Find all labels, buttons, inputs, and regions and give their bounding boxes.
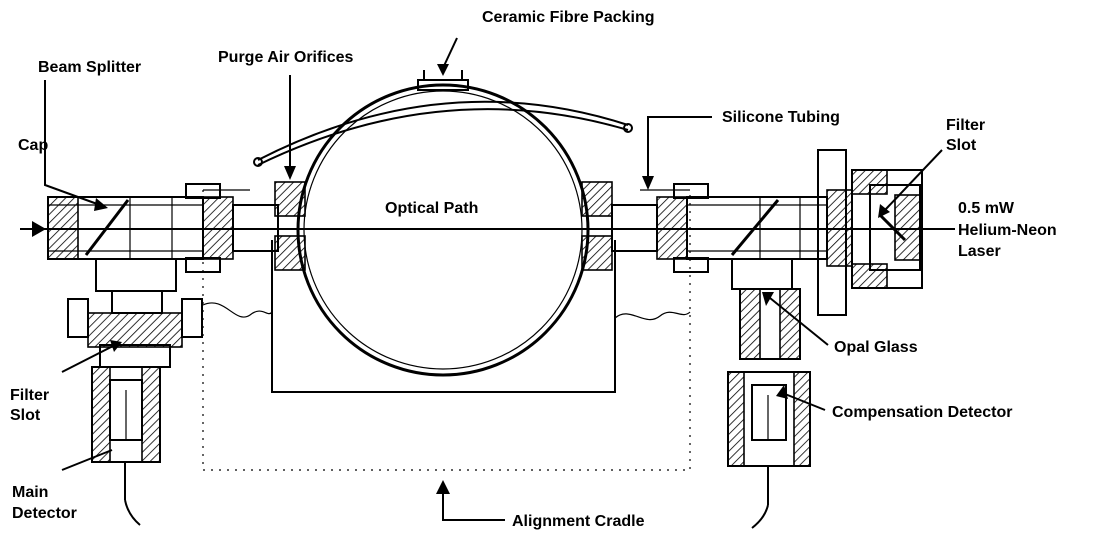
label-main-detector-line1: Main <box>12 484 48 501</box>
right-wall-flange <box>581 181 709 273</box>
label-filter-slot-right-line2: Slot <box>946 137 977 154</box>
compensation-detector-assembly <box>727 258 811 529</box>
alignment-cradle-frame <box>202 189 691 471</box>
left-wall-flange <box>185 181 306 273</box>
left-tube <box>47 196 204 260</box>
cradle-stand <box>202 240 691 393</box>
label-filter-slot-right-line1: Filter <box>946 117 985 134</box>
label-opal-glass: Opal Glass <box>834 339 918 356</box>
label-optical-path: Optical Path <box>385 200 478 217</box>
main-detector-assembly <box>67 258 203 526</box>
label-alignment-cradle: Alignment Cradle <box>512 513 645 530</box>
label-laser-line3: Laser <box>958 243 1001 260</box>
label-filter-slot-left-line1: Filter <box>10 387 49 404</box>
label-silicone-tubing: Silicone Tubing <box>722 109 840 126</box>
ceramic-fibre-packing <box>253 70 633 167</box>
label-main-detector-line2: Detector <box>12 505 77 522</box>
label-filter-slot-left-line2: Slot <box>10 407 41 424</box>
diagram-labels: Ceramic Fibre Packing Purge Air Orifices… <box>10 9 1057 530</box>
label-beam-splitter: Beam Splitter <box>38 59 141 76</box>
label-laser-line2: Helium-Neon <box>958 222 1057 239</box>
label-purge-air-orifices: Purge Air Orifices <box>218 49 354 66</box>
label-laser-line1: 0.5 mW <box>958 200 1015 217</box>
leader-lines <box>20 37 943 521</box>
label-ceramic-fibre-packing: Ceramic Fibre Packing <box>482 9 655 26</box>
laser-housing <box>817 149 923 316</box>
label-cap: Cap <box>18 137 48 154</box>
label-compensation-detector: Compensation Detector <box>832 404 1012 421</box>
